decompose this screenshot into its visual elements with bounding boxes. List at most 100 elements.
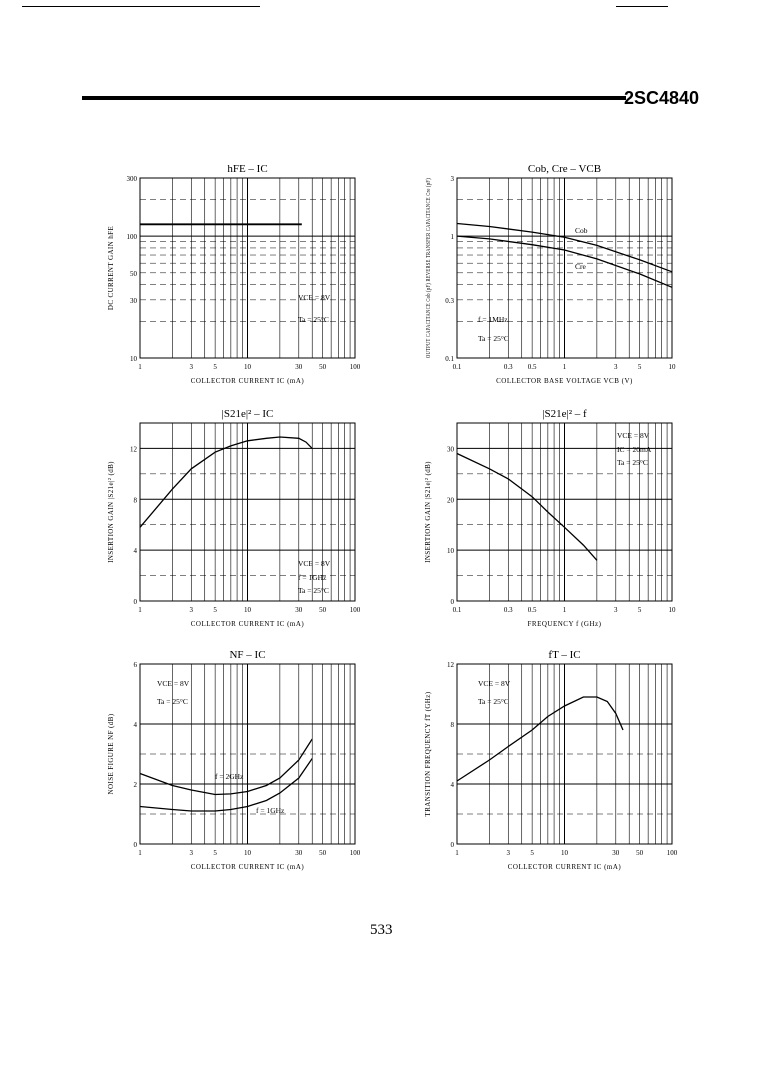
y-tick-label: 8 [134,496,138,504]
y-tick-label: 300 [127,175,138,183]
condition-note: f = 1GHz [298,573,327,582]
plot-frame [456,663,673,845]
top-rule-left [22,6,260,7]
x-tick-label: 10 [669,606,677,614]
x-axis-label: COLLECTOR CURRENT IC (mA) [191,863,305,871]
series-label: f = 2GHz [215,772,244,781]
x-tick-label: 100 [350,849,361,857]
top-rule-right [616,6,668,7]
y-tick-label: 0 [451,841,455,849]
x-tick-label: 10 [669,363,677,371]
x-tick-label: 10 [244,849,252,857]
grid [140,664,355,844]
y-tick-label: 6 [134,661,138,669]
chart-title: |S21e|² – f [542,408,587,420]
x-tick-label: 0.5 [528,606,537,614]
x-axis-label: COLLECTOR BASE VOLTAGE VCB (V) [496,377,633,385]
y-axis-label: INSERTION GAIN |S21e|² (dB) [107,461,115,563]
y-tick-label: 30 [447,445,455,453]
x-tick-label: 100 [667,849,678,857]
x-tick-label: 10 [244,363,252,371]
x-tick-label: 5 [638,606,642,614]
y-tick-label: 10 [447,547,455,555]
y-axis-label: OUTPUT CAPACITANCE Cob (pF) REVERSE TRAN… [425,178,432,358]
x-tick-label: 30 [295,363,303,371]
x-tick-label: 3 [614,363,618,371]
x-tick-label: 30 [295,849,303,857]
y-tick-label: 12 [447,661,455,669]
condition-note: Ta = 25°C [298,315,329,324]
y-tick-label: 4 [134,547,138,555]
y-tick-label: 1 [451,233,455,241]
y-tick-label: 3 [451,175,455,183]
x-tick-label: 50 [636,849,644,857]
x-tick-label: 5 [213,363,217,371]
x-tick-label: 5 [213,849,217,857]
y-tick-label: 0 [451,598,455,606]
x-tick-label: 1 [138,606,142,614]
grid [457,664,672,844]
condition-note: VCE = 8V [478,679,511,688]
condition-note: f = 1MHz [478,315,508,324]
y-axis-label: DC CURRENT GAIN hFE [107,226,115,310]
page-number: 533 [370,922,393,938]
y-tick-label: 4 [134,721,138,729]
y-axis-label: NOISE FIGURE NF (dB) [107,713,115,794]
chart-title: Cob, Cre – VCB [528,163,601,175]
x-tick-label: 50 [319,363,327,371]
x-axis-label: COLLECTOR CURRENT IC (mA) [508,863,622,871]
x-axis-label: COLLECTOR CURRENT IC (mA) [191,377,305,385]
condition-note: Ta = 25°C [478,334,509,343]
x-tick-label: 1 [138,849,142,857]
plot-frame [139,422,356,602]
grid [140,178,355,358]
grid [457,178,672,358]
series-line [456,222,673,273]
condition-note: Ta = 25°C [617,458,648,467]
x-tick-label: 3 [614,606,618,614]
series-line [456,235,673,288]
y-tick-label: 12 [130,445,138,453]
grid [140,423,355,601]
condition-note: Ta = 25°C [478,697,509,706]
condition-note: Ta = 25°C [298,586,329,595]
x-tick-label: 5 [213,606,217,614]
plot-frame [139,177,356,359]
x-tick-label: 50 [319,606,327,614]
condition-note: VCE = 8V [617,431,650,440]
x-tick-label: 3 [190,363,194,371]
y-tick-label: 0 [134,598,138,606]
x-tick-label: 5 [638,363,642,371]
plot-frame [139,663,356,845]
plot-frame [456,422,673,602]
chart-title: NF – IC [229,649,265,661]
series-line [139,758,313,812]
y-tick-label: 8 [451,721,455,729]
x-tick-label: 0.3 [504,363,513,371]
condition-note: VCE = 8V [157,679,190,688]
x-axis-label: FREQUENCY f (GHz) [528,620,602,628]
x-tick-label: 1 [138,363,142,371]
condition-note: VCE = 8V [298,293,331,302]
y-tick-label: 2 [134,781,138,789]
chart-title: fT – IC [548,649,580,661]
x-tick-label: 1 [455,849,459,857]
y-tick-label: 0 [134,841,138,849]
series-label: f = 1GHz [256,806,285,815]
x-tick-label: 10 [244,606,252,614]
y-axis-label: TRANSITION FREQUENCY fT (GHz) [424,691,432,816]
plot-frame [456,177,673,359]
x-axis-label: COLLECTOR CURRENT IC (mA) [191,620,305,628]
y-tick-label: 50 [130,270,138,278]
condition-note: VCE = 8V [298,559,331,568]
series-label: Cob [575,226,588,235]
y-tick-label: 0.3 [445,297,454,305]
x-tick-label: 0.1 [453,606,462,614]
